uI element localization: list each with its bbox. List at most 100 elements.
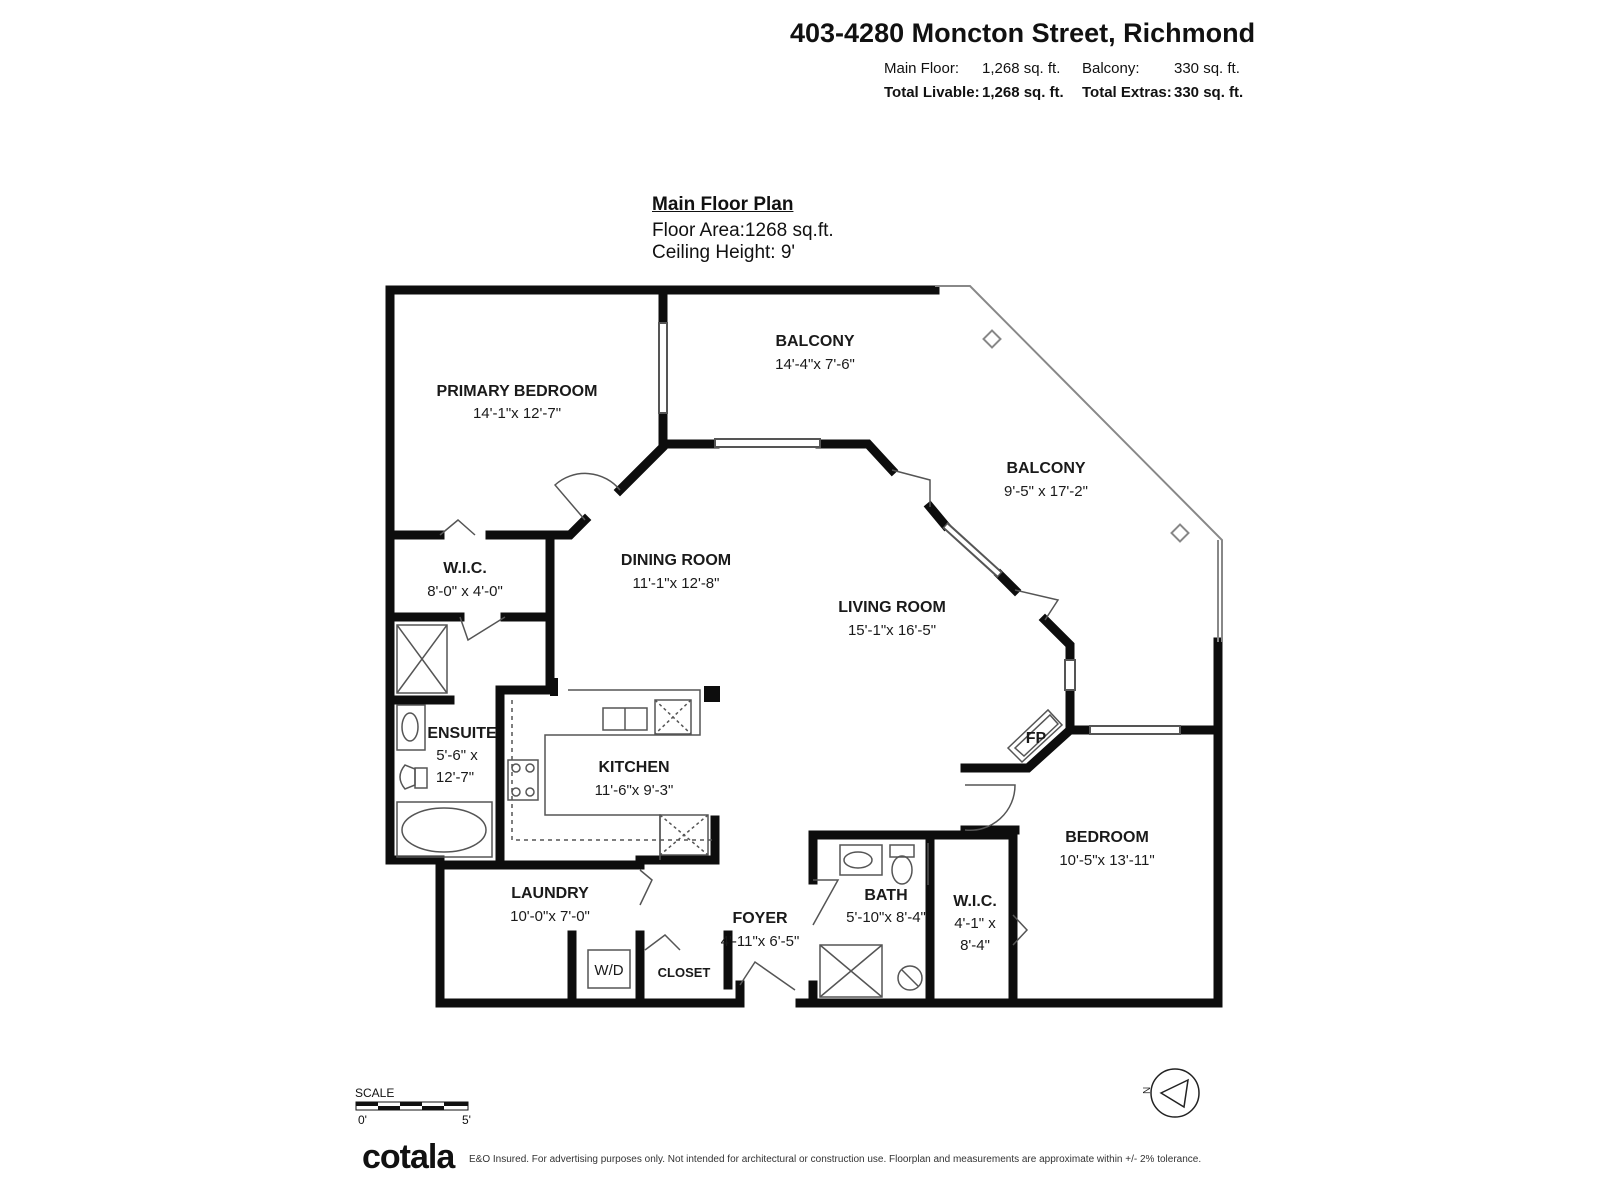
sink-icon: [401, 712, 419, 742]
kitchen-counters: [507, 689, 715, 860]
total-extras-value: 330 sq. ft.: [1174, 84, 1244, 101]
plan-title: Main Floor Plan: [652, 194, 794, 215]
kitchen-dash: [511, 700, 715, 841]
room-dims-foyer: 4'-11"x 6'-5": [721, 933, 800, 950]
room-name-wic-primary: W.I.C.: [443, 560, 487, 577]
dishwasher-box: [654, 699, 692, 735]
ensuite-fixtures: [396, 624, 493, 858]
wall-living-top-right: [815, 439, 899, 477]
compass-letter: N: [1142, 1087, 1153, 1094]
fireplace: [1006, 708, 1064, 764]
room-name-living-room: LIVING ROOM: [838, 599, 946, 616]
water-heater-icon: [897, 965, 923, 991]
shower-icon: [819, 944, 883, 998]
door-swing-icon: [553, 472, 621, 521]
balcony-post-1: [982, 329, 1002, 349]
door-swing-icon: [459, 616, 506, 642]
door-swing-icon: [739, 960, 796, 991]
door-swing-icon: [639, 869, 653, 906]
scale-start: 0': [358, 1113, 367, 1127]
room-name-foyer: FOYER: [732, 910, 788, 927]
slider-bedroom-balcony-2: [1089, 725, 1181, 735]
room-name-primary-bedroom: PRIMARY BEDROOM: [437, 383, 598, 400]
windows: [658, 322, 1181, 735]
sink-icon: [843, 851, 873, 869]
balcony-label: Balcony:: [1082, 60, 1140, 77]
scale-end: 5': [462, 1113, 471, 1127]
room-dims-primary-bedroom: 14'-1"x 12'-7": [473, 405, 561, 422]
wall-south-left: [435, 855, 745, 1008]
room-name-wic-second: W.I.C.: [953, 893, 997, 910]
balcony-post-2: [1170, 523, 1190, 543]
bath-counter: [839, 844, 883, 876]
toilet-icon: [891, 855, 913, 885]
door-swing-icon: [891, 469, 931, 507]
total-livable-value: 1,268 sq. ft.: [982, 84, 1064, 101]
wall-west: [385, 287, 445, 865]
balcony-rail: [935, 285, 1223, 642]
kitchen-post: [704, 686, 720, 702]
toilet-tank: [414, 767, 428, 789]
room-name-closet: CLOSET: [658, 965, 711, 980]
room-dims-living-room: 15'-1"x 16'-5": [848, 622, 936, 639]
brand-logo: cotala: [362, 1138, 455, 1176]
door-swing-icon: [812, 879, 840, 926]
window-fp-side: [1064, 659, 1076, 691]
room-name-dining-room: DINING ROOM: [621, 552, 731, 569]
shower-icon: [396, 624, 448, 694]
wall-living-diag-3: [1038, 613, 1075, 665]
door-swing-icon: [1012, 914, 1029, 946]
ensuite-sink-counter: [396, 704, 426, 751]
wall-fp: [960, 723, 1077, 773]
room-name-fireplace: FP: [1026, 730, 1047, 747]
door-swings: [439, 469, 1060, 991]
room-name-balcony-right: BALCONY: [1006, 460, 1085, 477]
door-swing-icon: [644, 934, 681, 951]
room-name-ensuite: ENSUITE: [427, 725, 497, 742]
wall-kitchen-right: [635, 815, 720, 865]
room-dims-bath: 5'-10"x 8'-4": [846, 909, 926, 926]
property-address: 403-4280 Moncton Street, Richmond: [790, 18, 1256, 48]
room-dims-kitchen: 11'-6"x 9'-3": [595, 782, 674, 799]
room-name-balcony-top: BALCONY: [775, 333, 854, 350]
room-dims-wic-second-line2: 8'-4": [960, 937, 990, 954]
room-labels: PRIMARY BEDROOM 14'-1"x 12'-7" BALCONY 1…: [427, 333, 1154, 980]
wall-living-diag-2: [993, 568, 1022, 597]
total-extras-label: Total Extras:: [1082, 84, 1172, 101]
room-dims-ensuite-line2: 12'-7": [436, 769, 474, 786]
burner: [511, 787, 521, 797]
wall-bedroom-south-right: [545, 513, 592, 540]
balcony-outline: [935, 285, 1223, 642]
door-swing-icon: [964, 784, 1016, 832]
walls: [385, 285, 1223, 1008]
toilet-icon: [399, 764, 416, 790]
room-dims-balcony-top: 14'-4"x 7'-6": [775, 356, 855, 373]
washer-dryer-label: W/D: [594, 962, 623, 979]
room-dims-balcony-right: 9'-5" x 17'-2": [1004, 483, 1088, 500]
door-swing-icon: [1014, 589, 1060, 621]
room-dims-wic-primary: 8'-0" x 4'-0": [427, 583, 503, 600]
slider-bedroom-balcony: [658, 322, 668, 414]
scale-bar: [355, 1101, 469, 1111]
door-swing-icon: [439, 519, 476, 536]
room-name-laundry: LAUNDRY: [511, 885, 589, 902]
wall-living-east: [1065, 685, 1215, 735]
washer-dryer-box: [587, 949, 631, 989]
main-floor-value: 1,268 sq. ft.: [982, 60, 1061, 77]
scale-label: SCALE: [355, 1086, 395, 1100]
fireplace-inner: [1013, 713, 1060, 758]
burner: [525, 763, 535, 773]
window-living-diag-inner: [944, 524, 1001, 576]
water-heater-line: [901, 969, 919, 987]
main-floor-label: Main Floor:: [884, 60, 960, 77]
disclaimer: E&O Insured. For advertising purposes on…: [469, 1154, 1202, 1165]
wall-living-diag-1: [923, 500, 952, 532]
wall-bath-top: [808, 830, 1018, 1008]
shower-x2: [396, 624, 448, 694]
plan-ceiling-height: Ceiling Height: 9': [652, 242, 796, 263]
room-dims-bedroom: 10'-5"x 13'-11": [1059, 852, 1154, 869]
room-name-bedroom: BEDROOM: [1065, 829, 1149, 846]
room-name-bath: BATH: [864, 887, 907, 904]
shower-x2: [819, 944, 883, 998]
